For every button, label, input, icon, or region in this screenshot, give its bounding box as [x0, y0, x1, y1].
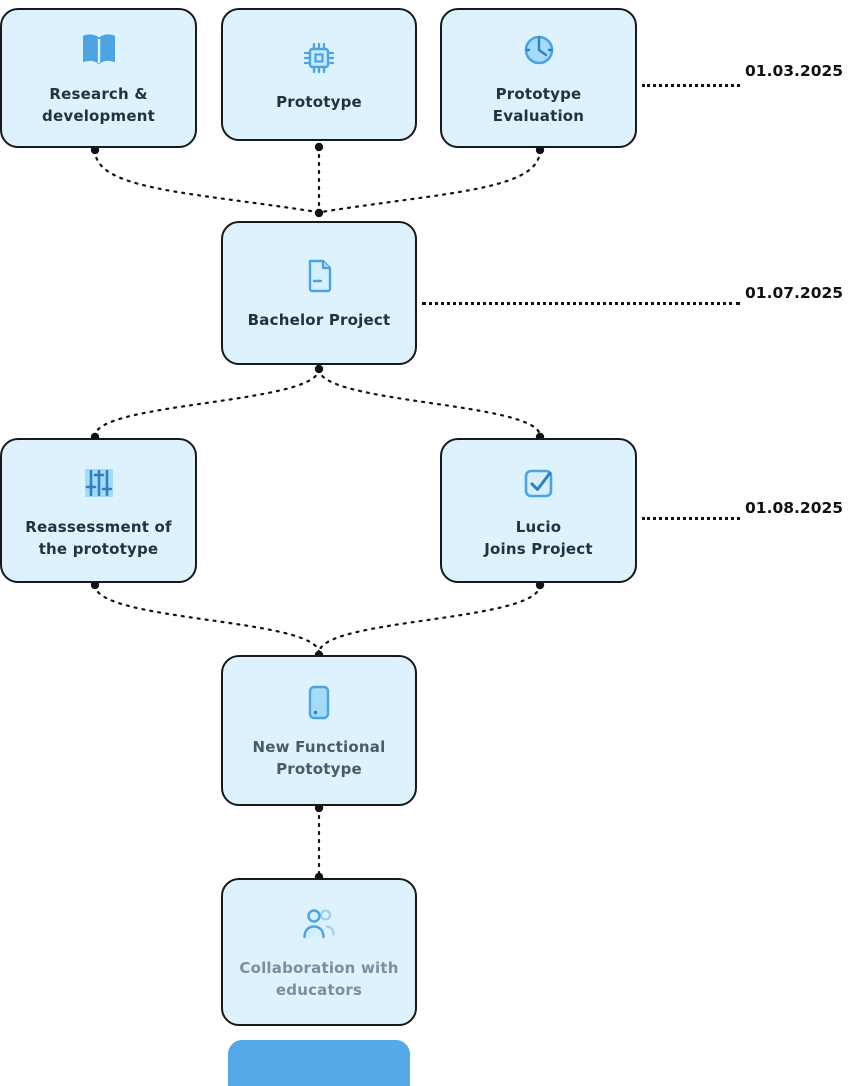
clock-icon [524, 36, 553, 65]
dotted-leader-line [422, 302, 740, 305]
node-prototype-evaluation: Prototype Evaluation [440, 8, 637, 148]
book-icon [82, 34, 115, 65]
chip-icon [303, 42, 335, 73]
node-research-development: Research & development [0, 8, 197, 148]
node-label: Prototype [276, 92, 362, 111]
tablet-icon [308, 685, 330, 719]
node-label: Bachelor Project [247, 311, 391, 330]
node-new-functional-prototype: New Functional Prototype [221, 655, 417, 806]
dotted-leader-line [642, 517, 740, 520]
checkbox-icon [524, 469, 552, 498]
milestone-date: 01.03.2025 [745, 62, 844, 80]
milestone-date: 01.08.2025 [745, 499, 844, 517]
node-label: Collaboration with educators [239, 959, 399, 999]
node-collaboration-with-educators: Collaboration with educators [221, 878, 417, 1026]
node-label: New Functional Prototype [252, 737, 386, 778]
node-prototype: Prototype [221, 8, 417, 141]
node-label: Reassessment of the prototype [25, 517, 172, 558]
milestone-date: 01.07.2025 [745, 284, 844, 302]
dotted-leader-line [642, 84, 740, 87]
node-bachelor-project: Bachelor Project [221, 221, 417, 365]
node-label: Prototype Evaluation [492, 85, 585, 125]
node-next-partial [228, 1040, 410, 1086]
node-label: Lucio Joins Project [484, 517, 593, 558]
node-label: Research & development [42, 85, 155, 125]
people-icon [303, 909, 335, 939]
document-icon [308, 259, 332, 293]
sliders-icon [84, 468, 113, 497]
node-reassessment-of-prototype: Reassessment of the prototype [0, 438, 197, 583]
node-lucio-joins-project: Lucio Joins Project [440, 438, 637, 583]
